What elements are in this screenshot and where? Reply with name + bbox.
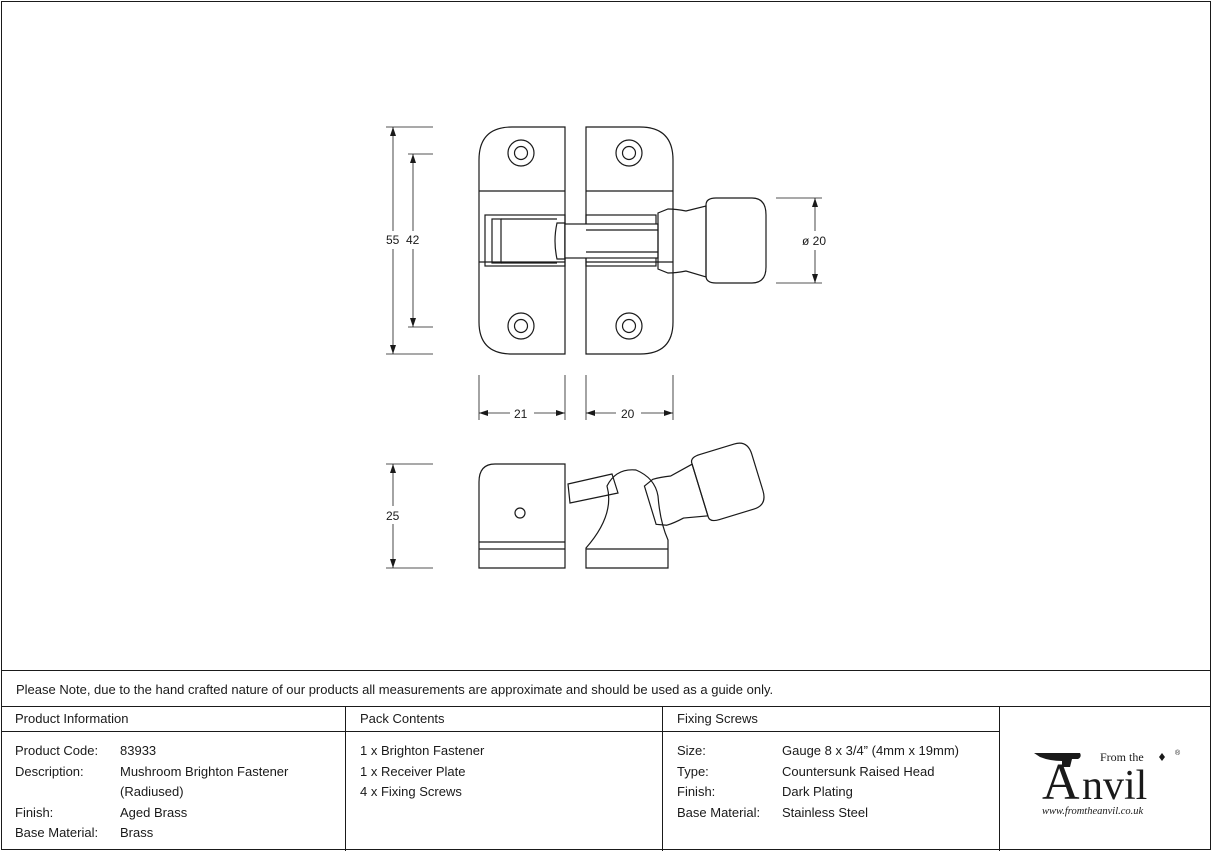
pack-item: 1 x Receiver Plate bbox=[360, 763, 466, 779]
dim-height-inner: 42 bbox=[406, 233, 420, 247]
mushroom-knob bbox=[705, 197, 767, 284]
pack-item: 1 x Brighton Fastener bbox=[360, 743, 485, 758]
screw-row: Size:Gauge 8 x 3/4” (4mm x 19mm) bbox=[677, 743, 959, 758]
dim-knob-diameter: ø 20 bbox=[802, 234, 826, 248]
product-information-panel: Product Information Product Code:83933 D… bbox=[1, 707, 346, 851]
left-housing bbox=[484, 214, 566, 267]
anvil-icon bbox=[1034, 753, 1081, 767]
svg-text:®: ® bbox=[1175, 749, 1181, 757]
product-info-heading: Product Information bbox=[1, 707, 345, 732]
side-left-block bbox=[478, 463, 566, 569]
anvil-logo: From the ® A nvil www.fromtheanvil.co.uk bbox=[1034, 749, 1181, 817]
svg-text:A: A bbox=[1042, 754, 1080, 811]
screw-row: Type:Countersunk Raised Head bbox=[677, 763, 935, 779]
info-row: (Radiused) bbox=[120, 784, 184, 799]
pack-contents-panel: Pack Contents 1 x Brighton Fastener 1 x … bbox=[346, 707, 663, 851]
svg-text:www.fromtheanvil.co.uk: www.fromtheanvil.co.uk bbox=[1042, 806, 1144, 817]
screw-hole-tl bbox=[507, 139, 535, 167]
note-text: Please Note, due to the hand crafted nat… bbox=[16, 682, 774, 697]
logo-panel: From the ® A nvil www.fromtheanvil.co.uk bbox=[1000, 707, 1211, 851]
side-bolt bbox=[567, 473, 619, 504]
screw-row: Base Material:Stainless Steel bbox=[677, 804, 868, 820]
pack-item: 4 x Fixing Screws bbox=[360, 784, 462, 799]
info-row: Base Material:Brass bbox=[15, 825, 154, 840]
info-row: Description:Mushroom Brighton Fastener bbox=[15, 763, 289, 779]
screw-hole-bl bbox=[507, 312, 535, 340]
dim-width-left: 21 bbox=[514, 407, 528, 421]
info-row: Product Code:83933 bbox=[15, 743, 157, 758]
dim-height-outer: 55 bbox=[386, 233, 400, 247]
measurement-note: Please Note, due to the hand crafted nat… bbox=[1, 670, 1211, 707]
left-plate bbox=[478, 126, 566, 355]
info-row: Finish:Aged Brass bbox=[15, 804, 188, 820]
svg-text:From the: From the bbox=[1100, 750, 1144, 764]
right-plate bbox=[585, 126, 674, 355]
svg-text:nvil: nvil bbox=[1082, 763, 1147, 809]
side-receiver bbox=[585, 469, 669, 569]
screw-row: Finish:Dark Plating bbox=[677, 784, 853, 799]
dim-side-height: 25 bbox=[386, 509, 400, 523]
dim-width-right: 20 bbox=[621, 407, 635, 421]
knob-neck bbox=[657, 205, 707, 278]
fixing-screws-heading: Fixing Screws bbox=[663, 707, 999, 732]
fixing-screws-panel: Fixing Screws Size:Gauge 8 x 3/4” (4mm x… bbox=[663, 707, 1000, 851]
screw-hole-tr bbox=[615, 139, 643, 167]
pack-contents-heading: Pack Contents bbox=[346, 707, 662, 732]
technical-drawing: 55 42 21 20 ø 20 25 bbox=[386, 126, 826, 569]
screw-hole-br bbox=[615, 312, 643, 340]
bolt bbox=[554, 222, 566, 260]
